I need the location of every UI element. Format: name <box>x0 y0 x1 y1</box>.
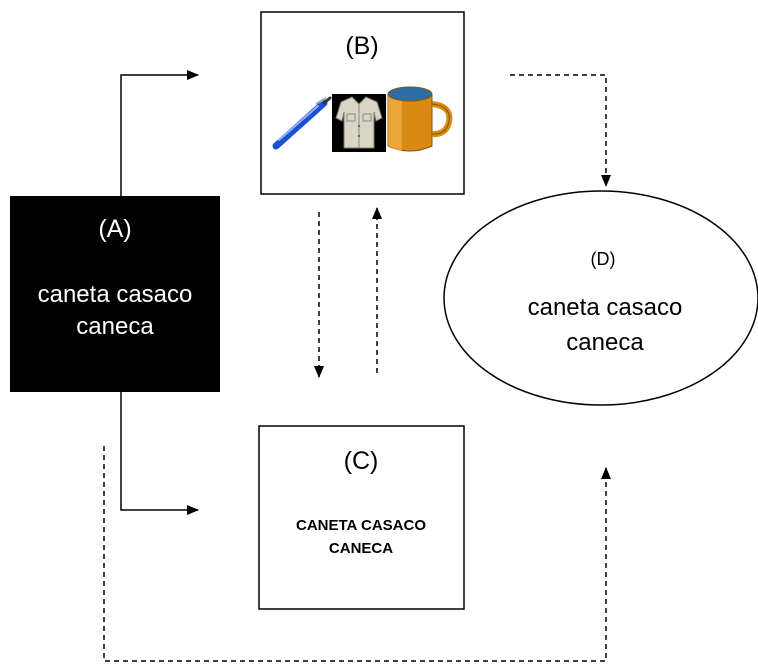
node-c-line1: CANETA CASACO <box>296 517 426 534</box>
arrow-a-to-c <box>120 392 199 515</box>
node-a-line1: caneta casaco <box>38 281 193 308</box>
node-c-box <box>258 425 465 610</box>
node-d-ellipse <box>443 190 758 406</box>
node-a-line2: caneca <box>76 313 154 340</box>
node-a-box <box>10 196 220 392</box>
pen-icon <box>272 96 332 150</box>
arrow-b-to-d <box>510 74 611 187</box>
jacket-icon <box>332 94 386 152</box>
arrow-a-to-d <box>103 446 611 662</box>
node-a: (A) caneta casaco caneca <box>10 196 220 392</box>
node-d: (D) caneta casaco caneca <box>443 190 758 406</box>
node-d-label: (D) <box>591 249 616 269</box>
arrow-a-to-b <box>120 70 199 196</box>
node-b-label: (B) <box>345 32 378 60</box>
node-c-label: (C) <box>344 447 379 475</box>
node-a-label: (A) <box>98 215 131 243</box>
mug-icon <box>387 86 453 152</box>
node-d-line1: caneta casaco <box>528 294 683 321</box>
node-d-line2: caneca <box>566 329 644 356</box>
node-c: (C) CANETA CASACO CANECA <box>258 425 465 610</box>
node-c-line2: CANECA <box>329 540 393 557</box>
node-b: (B) <box>260 11 465 195</box>
